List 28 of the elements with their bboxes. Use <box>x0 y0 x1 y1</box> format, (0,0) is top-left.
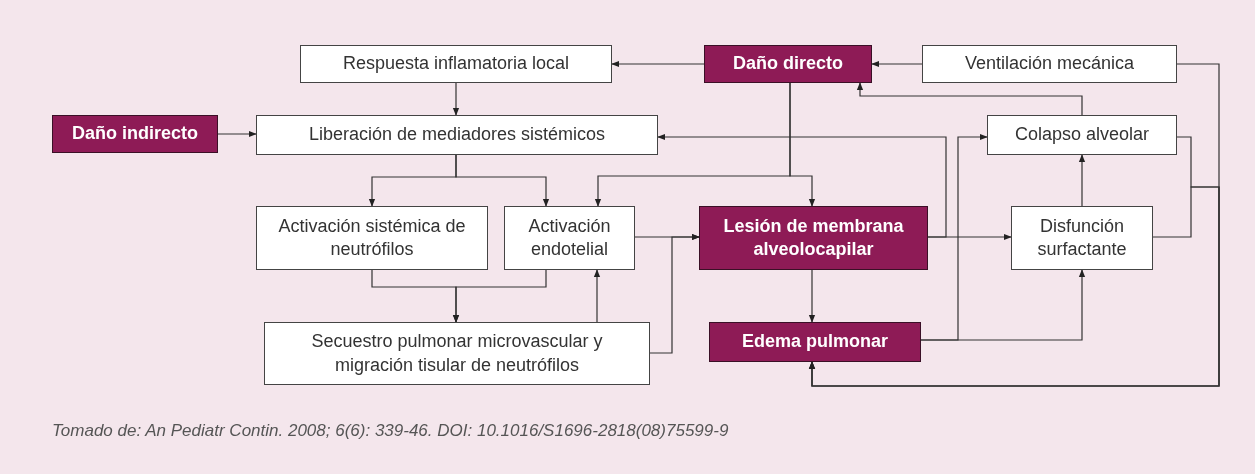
highlight-box: Edema pulmonar <box>709 322 921 362</box>
process-box: Liberación de mediadores sistémicos <box>256 115 658 155</box>
process-box: Secuestro pulmonar microvascular y migración tisular de neutrófilos <box>264 322 650 385</box>
highlight-box: Lesión de membrana alveolocapilar <box>699 206 928 270</box>
arrow <box>611 60 705 68</box>
process-box: Colapso alveolar <box>987 115 1177 155</box>
arrow <box>1078 154 1086 207</box>
process-box: Respuesta inflamatoria local <box>300 45 612 83</box>
arrow <box>856 82 1083 116</box>
highlight-box: Daño indirecto <box>52 115 218 153</box>
process-box: Ventilación mecánica <box>922 45 1177 83</box>
arrow <box>789 82 816 207</box>
arrow <box>808 186 1220 387</box>
arrow <box>808 269 816 323</box>
caption: Tomado de: An Pediatr Contin. 2008; 6(6): 339-46. DOI: 10.1016/S1696-2818(08)75599-9 <box>52 420 729 442</box>
arrow <box>657 133 947 238</box>
arrow <box>452 269 547 323</box>
arrow <box>217 130 257 138</box>
arrow <box>649 233 700 354</box>
highlight-box: Daño directo <box>704 45 872 83</box>
arrow <box>593 269 601 323</box>
process-box: Activación endotelial <box>504 206 635 270</box>
process-box: Disfunción surfactante <box>1011 206 1153 270</box>
arrow <box>871 60 923 68</box>
arrow <box>455 154 550 207</box>
arrow <box>920 269 1086 341</box>
arrow <box>452 82 460 116</box>
process-box: Activación sistémica de neutrófilos <box>256 206 488 270</box>
